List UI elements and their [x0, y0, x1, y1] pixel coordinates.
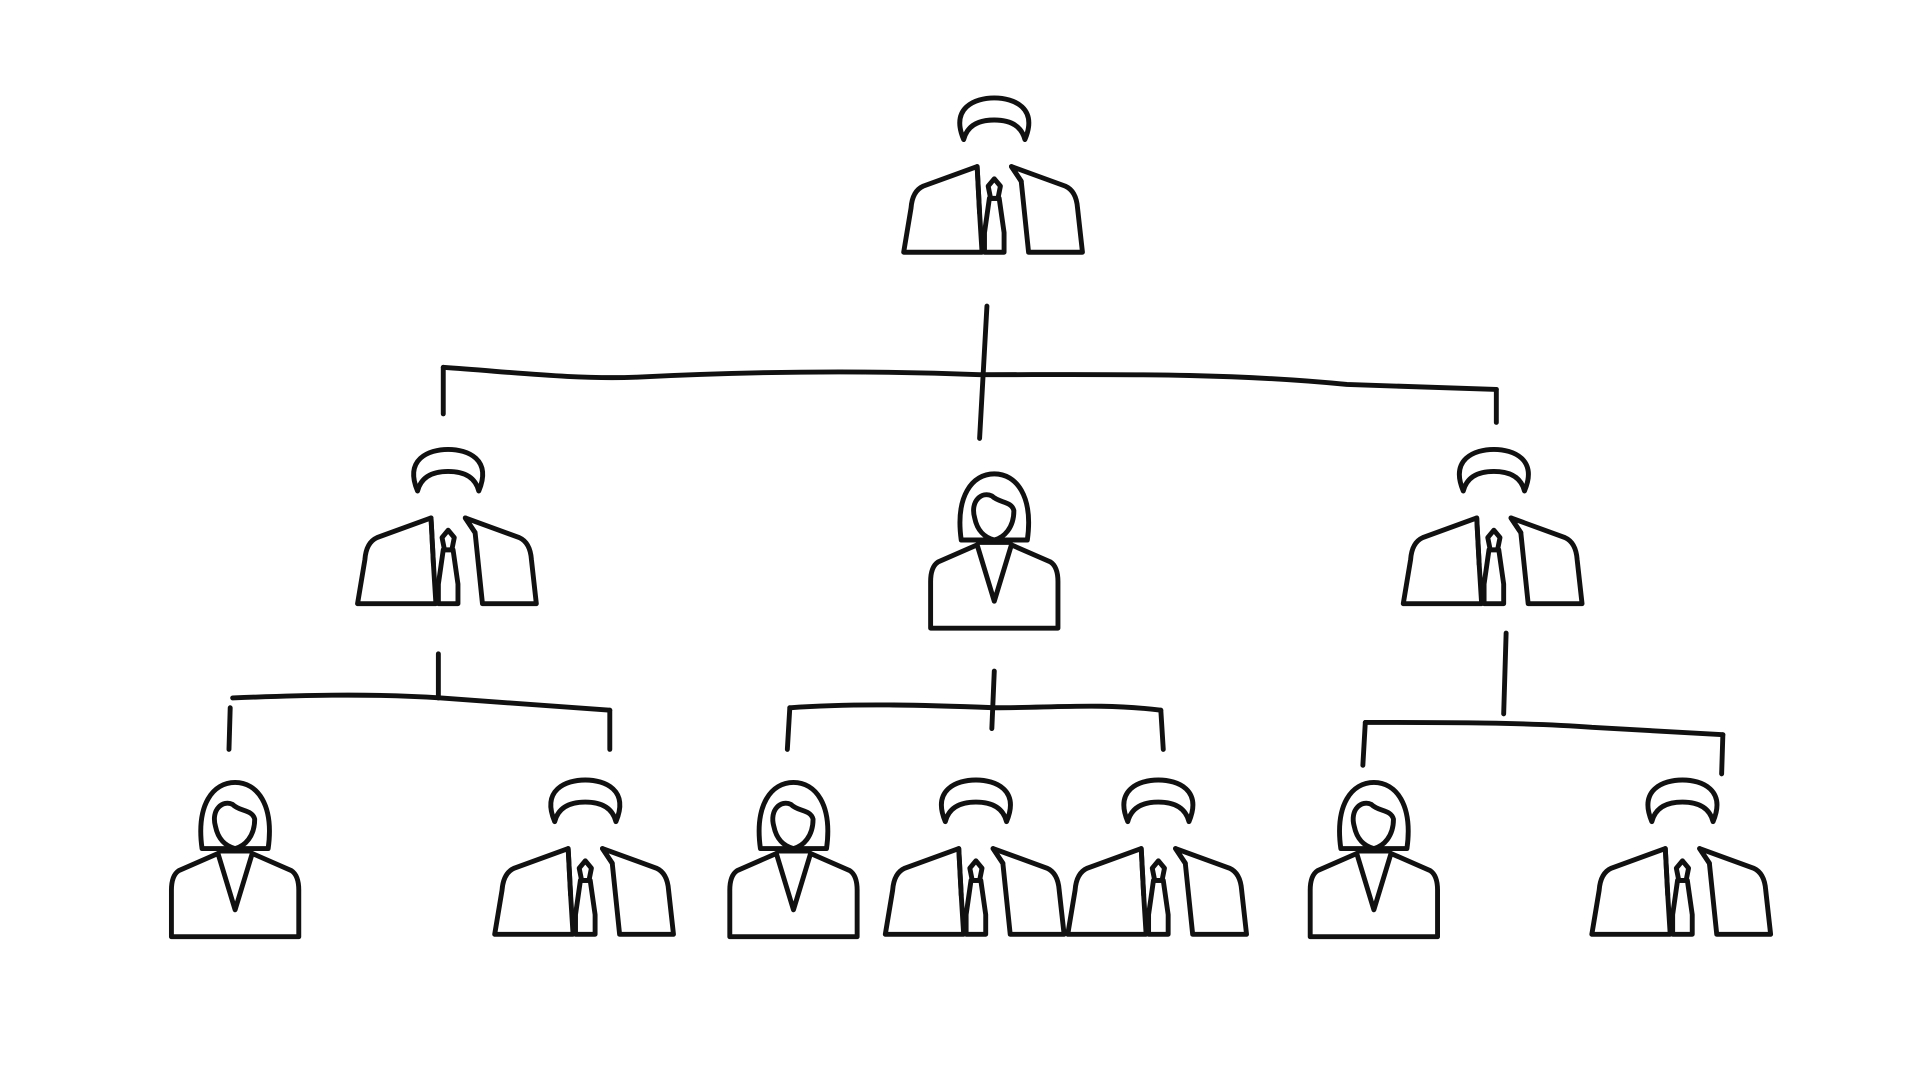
- tie-knot: [985, 176, 1003, 201]
- neckline: [974, 542, 1014, 604]
- left-jacket: [882, 846, 967, 937]
- mid-drop-2-connector: [1158, 707, 1166, 752]
- left-lapel: [565, 846, 574, 898]
- mid-drop-1-connector: [784, 705, 793, 752]
- left-lapel: [1474, 515, 1482, 567]
- right-jacket: [600, 846, 676, 937]
- head: [411, 446, 486, 494]
- level1-bar-connector: [440, 364, 1499, 392]
- man-person-icon: [1065, 777, 1249, 937]
- tie-knot: [439, 527, 457, 553]
- face: [1350, 800, 1396, 852]
- tie-knot: [1673, 858, 1692, 883]
- left-jacket: [355, 515, 439, 607]
- right-lapel: [600, 846, 615, 866]
- right-lapel: [1697, 846, 1712, 866]
- tie: [982, 195, 1007, 255]
- people-figures: [168, 95, 1774, 940]
- face: [971, 492, 1017, 543]
- woman-person-icon: [168, 780, 302, 940]
- neckline: [215, 851, 255, 913]
- right-lapel: [1508, 515, 1524, 536]
- left-lapel: [1138, 846, 1147, 898]
- head: [957, 95, 1032, 143]
- tie: [963, 877, 989, 937]
- woman-person-icon: [1307, 780, 1440, 940]
- right-jacket: [1697, 846, 1774, 937]
- head: [548, 777, 623, 825]
- right-lapel: [990, 846, 1006, 866]
- right-lapel: [462, 515, 478, 536]
- tie-knot: [1485, 527, 1503, 553]
- mid-stem-connector: [989, 668, 997, 732]
- face: [211, 800, 258, 852]
- tie: [1670, 877, 1695, 937]
- left-drop-1-connector: [226, 705, 233, 752]
- woman-person-icon: [928, 471, 1061, 631]
- right-jacket: [1173, 846, 1249, 937]
- left-jacket: [901, 164, 985, 255]
- man-person-icon: [1589, 777, 1774, 937]
- woman-person-icon: [727, 780, 860, 940]
- head: [939, 777, 1013, 825]
- right-jacket: [990, 846, 1067, 937]
- right-lapel: [1173, 846, 1188, 866]
- right-bar-connector: [1362, 720, 1726, 738]
- connector-lines: [226, 303, 1726, 777]
- face: [770, 800, 816, 852]
- left-jacket: [1400, 515, 1485, 607]
- neckline: [773, 851, 814, 913]
- mid-bar-connector: [787, 702, 1164, 713]
- head: [1645, 777, 1720, 825]
- left-jacket: [1065, 846, 1149, 937]
- man-person-icon: [355, 446, 539, 607]
- tie-knot: [967, 858, 985, 883]
- tie: [573, 877, 598, 937]
- left-lapel: [974, 164, 983, 216]
- man-person-icon: [492, 777, 676, 937]
- man-person-icon: [1400, 446, 1585, 607]
- tie-knot: [576, 858, 594, 883]
- right-drop-2-connector: [1719, 732, 1726, 777]
- man-person-icon: [901, 95, 1085, 255]
- right-lapel: [1008, 164, 1024, 184]
- left-lapel: [428, 515, 436, 567]
- right-jacket: [1508, 515, 1585, 607]
- left-lapel: [956, 846, 964, 898]
- left-jacket: [1589, 846, 1673, 937]
- left-bar-connector: [230, 692, 613, 713]
- neckline: [1354, 851, 1394, 913]
- left-lapel: [1662, 846, 1671, 898]
- right-stem-connector: [1501, 630, 1509, 717]
- head: [1456, 446, 1531, 494]
- head: [1121, 777, 1196, 825]
- right-drop-1-connector: [1360, 720, 1368, 768]
- right-jacket: [1008, 164, 1085, 255]
- tie: [1481, 547, 1507, 607]
- tie: [435, 547, 461, 607]
- tie: [1146, 877, 1171, 937]
- left-jacket: [492, 846, 576, 937]
- man-person-icon: [882, 777, 1067, 937]
- tie-knot: [1149, 858, 1167, 883]
- right-jacket: [462, 515, 539, 607]
